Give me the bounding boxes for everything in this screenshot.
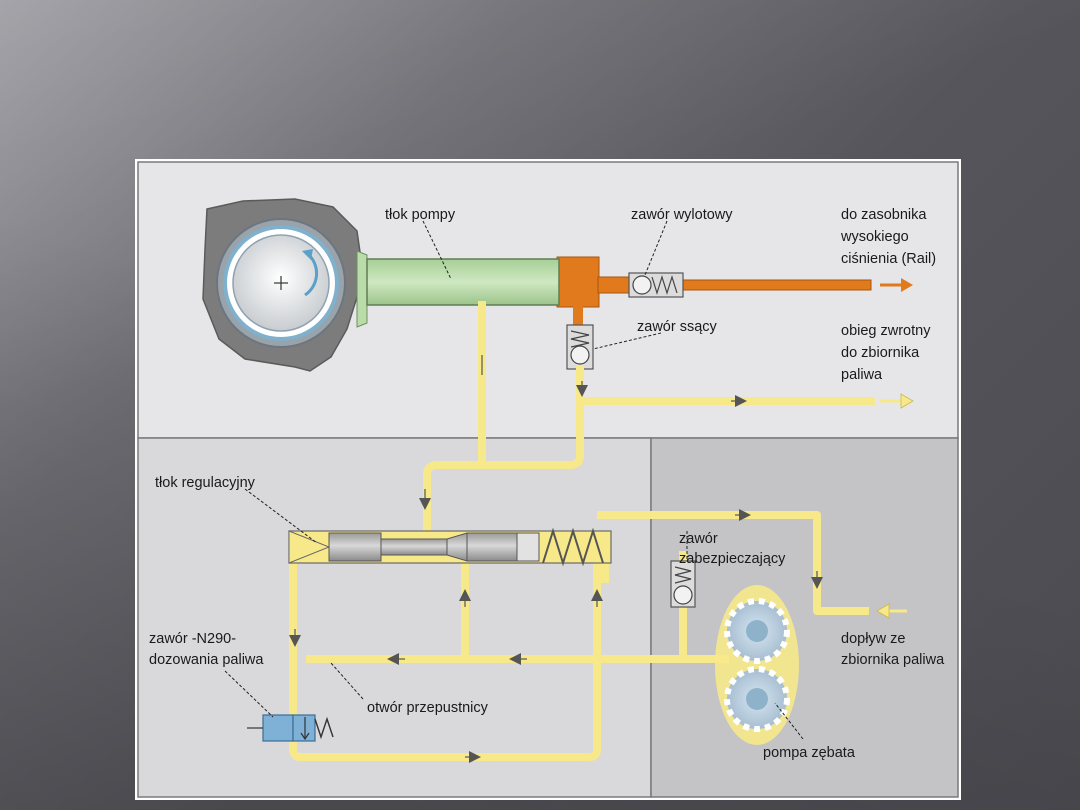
control-piston — [288, 527, 612, 567]
cam-drum — [202, 198, 362, 372]
label-throttle-bore: otwór przepustnicy — [367, 700, 489, 716]
label-gear-pump: pompa zębata — [763, 745, 856, 761]
metering-valve-n290 — [247, 714, 334, 742]
label-safety-valve-1: zawór — [679, 531, 718, 547]
lower-left-panel — [137, 437, 652, 798]
flow-arrows — [289, 355, 823, 763]
outlet-valve — [628, 272, 684, 298]
leader-lines — [224, 220, 804, 740]
label-to-rail-3: ciśnienia (Rail) — [841, 251, 936, 267]
gear-pump — [715, 585, 799, 745]
tappet — [356, 250, 368, 328]
label-to-rail-2: wysokiego — [840, 229, 909, 245]
label-metering-valve-1: zawór -N290- — [149, 631, 236, 647]
label-outlet-valve: zawór wylotowy — [631, 207, 733, 223]
label-inflow-2: zbiornika paliwa — [841, 652, 945, 668]
fuel-pump-diagram: tłok pompy zawór wylotowy do zasobnika w… — [137, 161, 959, 798]
label-safety-valve-2: zabezpieczający — [679, 551, 786, 567]
safety-valve — [670, 560, 696, 608]
label-control-piston: tłok regulacyjny — [155, 475, 256, 491]
lower-right-panel — [650, 437, 959, 798]
label-suction-valve: zawór ssący — [637, 319, 718, 335]
label-metering-valve-2: dozowania paliwa — [149, 652, 264, 668]
pump-piston — [366, 258, 560, 306]
label-to-rail-1: do zasobnika — [841, 207, 927, 223]
label-piston-pump: tłok pompy — [385, 207, 456, 223]
label-return-2: do zbiornika — [841, 345, 920, 361]
suction-valve — [566, 324, 594, 370]
label-return-1: obieg zwrotny — [841, 323, 931, 339]
label-inflow-1: dopływ ze — [841, 631, 905, 647]
diagram-frame: tłok pompy zawór wylotowy do zasobnika w… — [135, 159, 961, 800]
label-return-3: paliwa — [841, 367, 883, 383]
